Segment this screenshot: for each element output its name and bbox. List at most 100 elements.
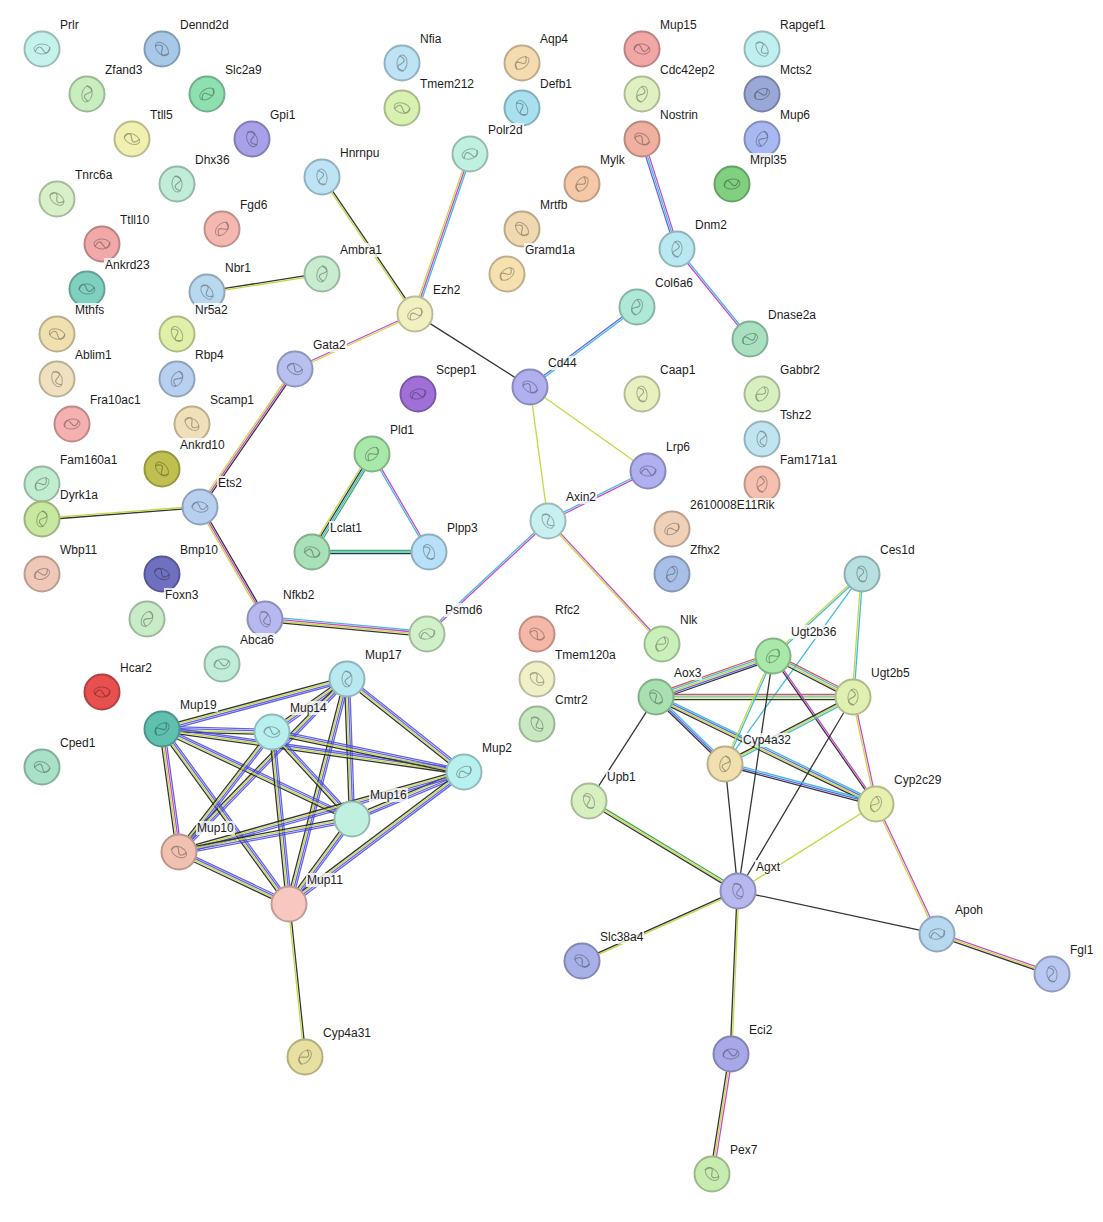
interaction-edge [196,820,335,851]
structure-glyph [754,130,770,149]
evidence-line [209,523,256,604]
structure-glyph [296,1048,314,1067]
structure-glyph [633,131,652,148]
evidence-line [788,666,836,691]
structure-glyph [94,239,110,249]
node-disc [410,617,445,652]
node-circle [623,120,661,158]
evidence-line [196,820,334,846]
evidence-line [727,782,736,873]
node-disc [565,167,600,202]
structure-glyph [498,265,517,283]
evidence-line [441,534,536,622]
node-disc [205,212,240,247]
node-label: Nfkb2 [282,588,315,602]
structure-glyph [139,610,156,629]
node-disc [625,122,660,157]
node-circle [570,782,608,820]
node-disc [160,167,195,202]
node-disc [845,557,880,592]
structure-glyph [303,545,321,559]
node-label: Fam171a1 [779,453,838,467]
node-circle [160,833,198,871]
structure-glyph [35,510,49,528]
node-circle [203,645,241,683]
protein-node: Tmem212 [383,89,421,127]
protein-node: Mrpl35 [713,165,751,203]
structure-glyph [191,501,208,514]
node-disc [25,502,60,537]
node-circle [693,1155,731,1193]
structure-glyph [153,720,172,737]
structure-glyph [33,475,52,493]
node-circle [188,75,226,113]
node-disc [520,707,555,742]
evidence-line [599,712,647,786]
node-label: Gramd1a [524,243,576,257]
evidence-line [302,781,448,891]
node-label: Cdc42ep2 [659,63,716,77]
protein-node: Wbp11 [23,555,61,593]
node-disc [335,802,370,837]
node-disc [401,377,436,412]
protein-node: Ambra1 [303,255,341,293]
interaction-edge [282,744,341,808]
interaction-edge [853,592,861,679]
node-label: Lrp6 [665,440,691,454]
node-circle [618,288,656,326]
structure-glyph [198,283,215,302]
node-label: Apoh [954,903,984,917]
evidence-line [564,480,632,514]
structure-glyph [528,625,547,642]
evidence-line [292,922,304,1039]
node-disc [655,557,690,592]
node-circle [333,800,371,838]
evidence-line [673,703,861,794]
protein-node: Rfc2 [518,615,556,653]
interaction-edge [194,857,274,898]
node-circle [843,555,881,593]
evidence-line [333,191,406,298]
node-disc [255,715,290,750]
evidence-line [883,821,929,918]
evidence-line [275,750,288,886]
evidence-line [289,738,446,771]
node-circle [158,360,196,398]
node-disc [708,747,743,782]
evidence-line [283,620,409,632]
node-disc [714,1037,749,1072]
structure-glyph [513,54,532,72]
interaction-edge [162,746,179,834]
evidence-line [162,747,174,834]
node-disc [520,617,555,652]
node-circle [563,165,601,203]
structure-glyph [640,466,656,477]
node-disc [295,535,330,570]
node-circle [293,533,331,571]
node-disc [330,662,365,697]
node-disc [639,680,674,715]
node-disc [721,874,756,909]
node-disc [625,77,660,112]
protein-node: Nlk [643,625,681,663]
node-circle [38,180,76,218]
node-label: Wbp11 [59,543,98,557]
node-circle [503,89,541,127]
interaction-edge [440,533,536,623]
structure-glyph [169,325,185,344]
protein-node: Mup15 [623,30,661,68]
node-label: Ankrd10 [179,438,226,452]
protein-node: Mthfs [38,315,76,353]
structure-glyph [847,688,859,705]
node-disc [531,504,566,539]
protein-node: Cmtr2 [518,705,556,743]
node-circle [303,255,341,293]
evidence-line [286,744,342,805]
evidence-line [192,748,263,840]
protein-node: Plpp3 [410,533,448,571]
evidence-line [649,156,673,232]
node-label: Nr5a2 [194,303,229,317]
structure-glyph [214,658,231,669]
node-disc [756,639,791,674]
node-circle [143,710,181,748]
